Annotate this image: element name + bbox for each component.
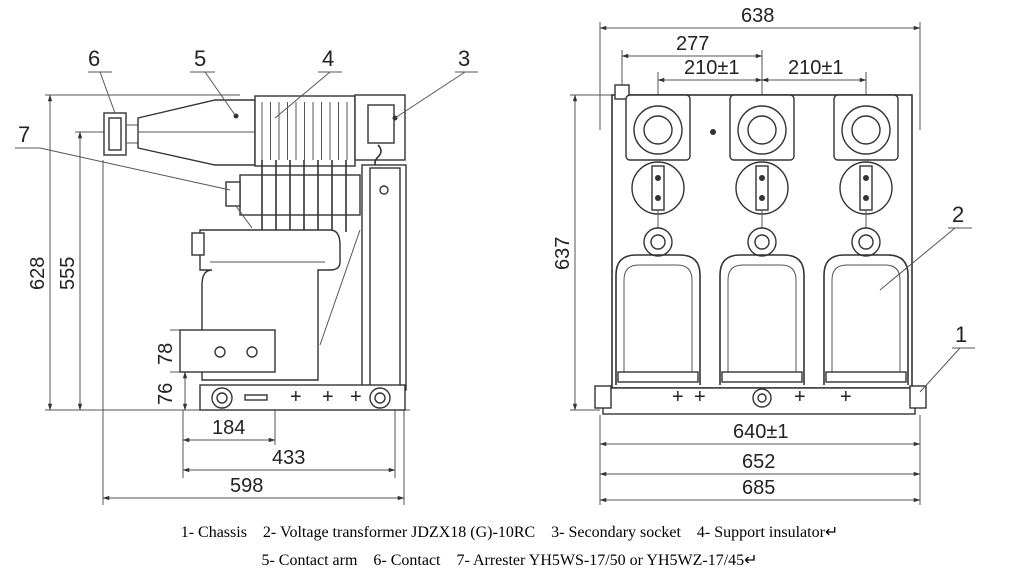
front-chassis: + + + + — [594, 385, 927, 415]
svg-text:+: + — [694, 386, 706, 408]
side-frame — [319, 164, 407, 391]
dim-277-label: 277 — [676, 33, 709, 55]
phase-3 — [823, 94, 909, 385]
dim-685-label: 685 — [742, 477, 775, 499]
dim-652-label: 652 — [742, 451, 775, 473]
svg-text:+: + — [290, 386, 302, 408]
contact-arm-part — [137, 99, 256, 166]
svg-text:+: + — [794, 386, 806, 408]
support-insulator-part — [254, 95, 356, 167]
svg-text:+: + — [672, 386, 684, 408]
dim-628-label: 628 — [27, 257, 49, 290]
corner-lug — [614, 84, 630, 100]
terminal-box — [179, 329, 276, 373]
svg-text:+: + — [322, 386, 334, 408]
dim-640-label: 640±1 — [733, 421, 788, 443]
front-view: + + + + 2 1 638 277 210±1 210±1 637 640±… — [552, 5, 975, 505]
secondary-socket-part — [354, 94, 406, 170]
side-view: + + + 6 5 4 3 7 628 555 78 76 184 433 59… — [15, 46, 478, 505]
side-chassis: + + + — [199, 384, 406, 411]
callout-5: 5 — [194, 46, 206, 71]
dim-637-label: 637 — [552, 237, 574, 270]
dim-210-a-label: 210±1 — [684, 57, 739, 79]
phase-2 — [719, 94, 805, 385]
dim-638-label: 638 — [741, 5, 774, 27]
callout-4: 4 — [322, 46, 334, 71]
dim-76-label: 76 — [155, 383, 177, 405]
dim-598-label: 598 — [230, 475, 263, 497]
dim-210-b-label: 210±1 — [788, 57, 843, 79]
callout-1: 1 — [955, 322, 967, 347]
svg-text:+: + — [840, 386, 852, 408]
legend-line-2: 5- Contact arm 6- Contact 7- Arrester YH… — [261, 552, 758, 569]
dim-184-label: 184 — [212, 417, 245, 439]
dim-78-label: 78 — [155, 343, 177, 365]
svg-text:+: + — [350, 386, 362, 408]
callout-7: 7 — [18, 122, 30, 147]
callout-2: 2 — [952, 202, 964, 227]
arrester-part — [225, 160, 361, 232]
legend-line-1: 1- Chassis 2- Voltage transformer JDZX18… — [180, 524, 839, 541]
phase-1 — [615, 94, 701, 385]
dim-433-label: 433 — [272, 447, 305, 469]
callout-6: 6 — [88, 46, 100, 71]
technical-drawing: + + + 6 5 4 3 7 628 555 78 76 184 433 59… — [15, 5, 975, 505]
callout-3: 3 — [458, 46, 470, 71]
dim-555-label: 555 — [57, 257, 79, 290]
contact-part — [103, 112, 140, 156]
